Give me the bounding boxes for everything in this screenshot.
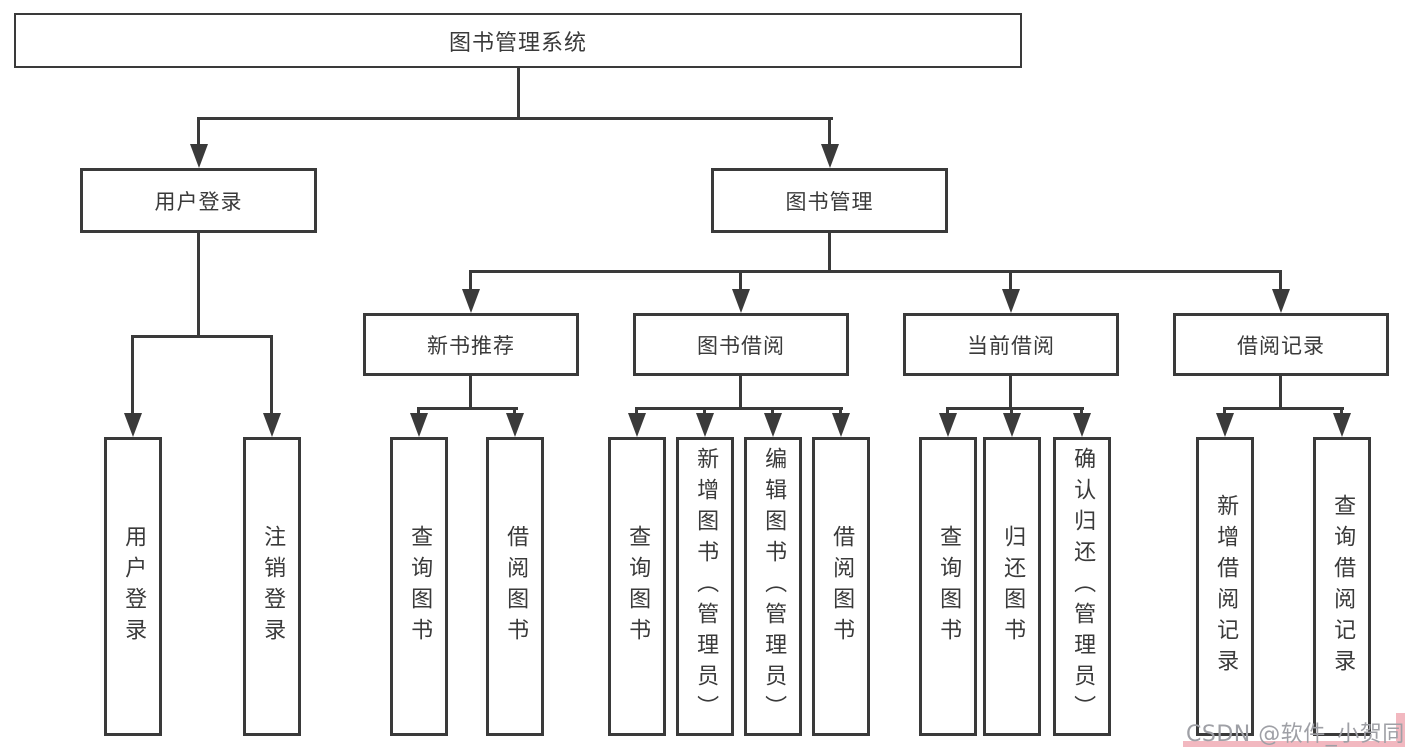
arrow-down-icon [190, 144, 208, 168]
node-label: 注销登录 [260, 524, 286, 649]
connector-line [131, 335, 273, 338]
node-label: 查询图书 [407, 524, 433, 649]
connector-line [1009, 376, 1012, 410]
node-label: 查询借阅记录 [1330, 493, 1356, 680]
connector-line [469, 270, 1282, 273]
node-current-borrowing: 当前借阅 [903, 313, 1119, 376]
node-label: 查询图书 [936, 524, 962, 649]
node-query-books-current: 查询图书 [919, 437, 977, 736]
node-borrow-books-recommend: 借阅图书 [486, 437, 544, 736]
csdn-watermark: CSDN @软件_小贺同学 [1186, 722, 1405, 747]
watermark-pink-strip-bottom [1183, 741, 1405, 747]
node-label: 归还图书 [1000, 524, 1026, 649]
node-user-login-leaf: 用户登录 [104, 437, 162, 736]
connector-line [739, 270, 742, 293]
node-label: 新书推荐 [427, 333, 515, 358]
arrow-down-icon [263, 413, 281, 437]
node-label: 新增图书（管理员） [693, 447, 719, 726]
arrow-down-icon [732, 289, 750, 313]
connector-line [517, 68, 520, 120]
node-label: 用户登录 [121, 524, 147, 649]
connector-line [828, 117, 831, 148]
node-borrow-books: 借阅图书 [812, 437, 870, 736]
connector-line [1279, 376, 1282, 410]
connector-line [131, 335, 134, 413]
connector-line [197, 117, 200, 148]
node-book-management: 图书管理 [711, 168, 948, 233]
arrow-down-icon [628, 413, 646, 437]
arrow-down-icon [764, 413, 782, 437]
arrow-down-icon [1216, 413, 1234, 437]
node-borrowing-records: 借阅记录 [1173, 313, 1389, 376]
connector-line [197, 117, 833, 120]
arrow-down-icon [506, 413, 524, 437]
connector-line [828, 233, 831, 273]
arrow-down-icon [696, 413, 714, 437]
node-label: 借阅图书 [503, 524, 529, 649]
node-query-borrow-record: 查询借阅记录 [1313, 437, 1371, 736]
node-label: 用户登录 [154, 189, 243, 214]
connector-line [1340, 407, 1343, 417]
node-label: 借阅图书 [829, 524, 855, 649]
node-label: 当前借阅 [967, 333, 1055, 358]
node-user-login: 用户登录 [80, 168, 317, 233]
arrow-down-icon [821, 144, 839, 168]
node-label: 图书管理系统 [448, 30, 587, 56]
connector-line [739, 376, 742, 410]
arrow-down-icon [1003, 413, 1021, 437]
arrow-down-icon [1073, 413, 1091, 437]
connector-line [1080, 407, 1083, 417]
arrow-down-icon [1333, 413, 1351, 437]
arrow-down-icon [462, 289, 480, 313]
node-label: 查询图书 [625, 524, 651, 649]
node-label: 确认归还（管理员） [1070, 447, 1096, 726]
connector-line [417, 407, 518, 410]
node-label: 新增借阅记录 [1213, 493, 1239, 680]
connector-line [1279, 270, 1282, 293]
connector-line [771, 407, 774, 417]
connector-line [946, 407, 949, 417]
node-edit-books-admin: 编辑图书（管理员） [744, 437, 802, 736]
node-label: 图书借阅 [697, 333, 785, 358]
connector-line [1010, 407, 1013, 417]
node-confirm-return-admin: 确认归还（管理员） [1053, 437, 1111, 736]
connector-line [635, 407, 638, 417]
watermark-pink-strip-right [1396, 713, 1405, 747]
arrow-down-icon [1002, 289, 1020, 313]
connector-line [270, 335, 273, 413]
node-label: 图书管理 [785, 189, 874, 214]
node-query-books-borrow: 查询图书 [608, 437, 666, 736]
connector-line [513, 407, 516, 417]
connector-line [1223, 407, 1344, 410]
node-logout: 注销登录 [243, 437, 301, 736]
node-add-books-admin: 新增图书（管理员） [676, 437, 734, 736]
connector-line [1009, 270, 1012, 293]
connector-line [197, 233, 200, 337]
node-label: 借阅记录 [1237, 333, 1325, 358]
connector-line [1223, 407, 1226, 417]
node-library-management-system: 图书管理系统 [14, 13, 1022, 68]
connector-line [703, 407, 706, 417]
node-label: 编辑图书（管理员） [761, 447, 787, 726]
arrow-down-icon [832, 413, 850, 437]
node-book-borrowing: 图书借阅 [633, 313, 849, 376]
connector-line [417, 407, 420, 417]
node-new-book-recommendation: 新书推荐 [363, 313, 579, 376]
connector-line [946, 407, 1084, 410]
node-query-books-recommend: 查询图书 [390, 437, 448, 736]
connector-line [635, 407, 843, 410]
arrow-down-icon [1272, 289, 1290, 313]
arrow-down-icon [410, 413, 428, 437]
node-return-books: 归还图书 [983, 437, 1041, 736]
arrow-down-icon [124, 413, 142, 437]
connector-line [839, 407, 842, 417]
node-add-borrow-record: 新增借阅记录 [1196, 437, 1254, 736]
connector-line [469, 270, 472, 293]
connector-line [469, 376, 472, 410]
arrow-down-icon [939, 413, 957, 437]
